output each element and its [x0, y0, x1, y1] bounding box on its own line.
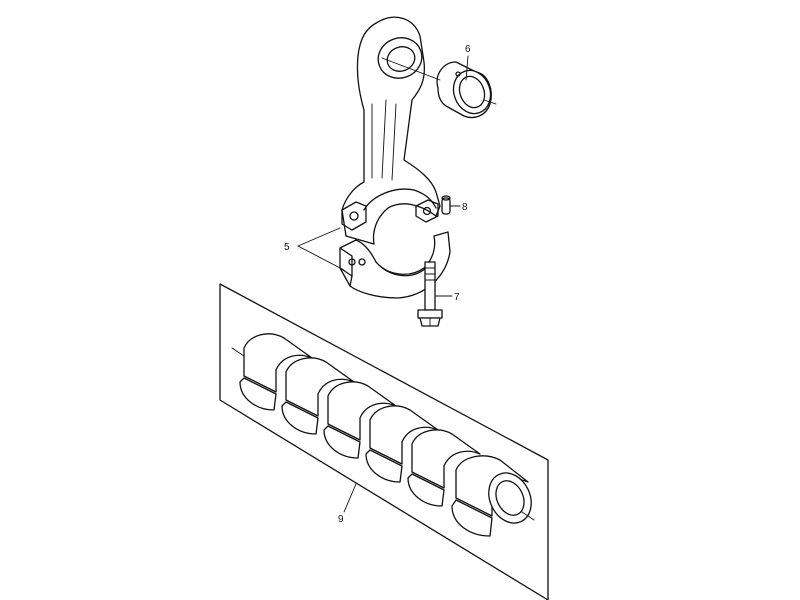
- leader-lines: [297, 55, 497, 513]
- dowel-pin: [441, 195, 451, 215]
- main-bearing-shell-set: [219, 283, 549, 600]
- callout-9: 9: [338, 514, 344, 525]
- bearing-shell-pair: [231, 333, 313, 411]
- bearing-shell-pair: [407, 429, 481, 507]
- bearing-shell-pair: [281, 357, 355, 435]
- connecting-rod-bolt: [417, 261, 443, 327]
- callout-7: 7: [454, 292, 460, 303]
- small-end-bushing: [436, 61, 492, 119]
- bearing-shell-pair: [451, 455, 535, 537]
- callout-5: 5: [284, 242, 290, 253]
- connecting-rod: [341, 16, 441, 245]
- connecting-rod-cap: [339, 231, 451, 299]
- callout-6: 6: [465, 44, 471, 55]
- callout-8: 8: [462, 202, 468, 213]
